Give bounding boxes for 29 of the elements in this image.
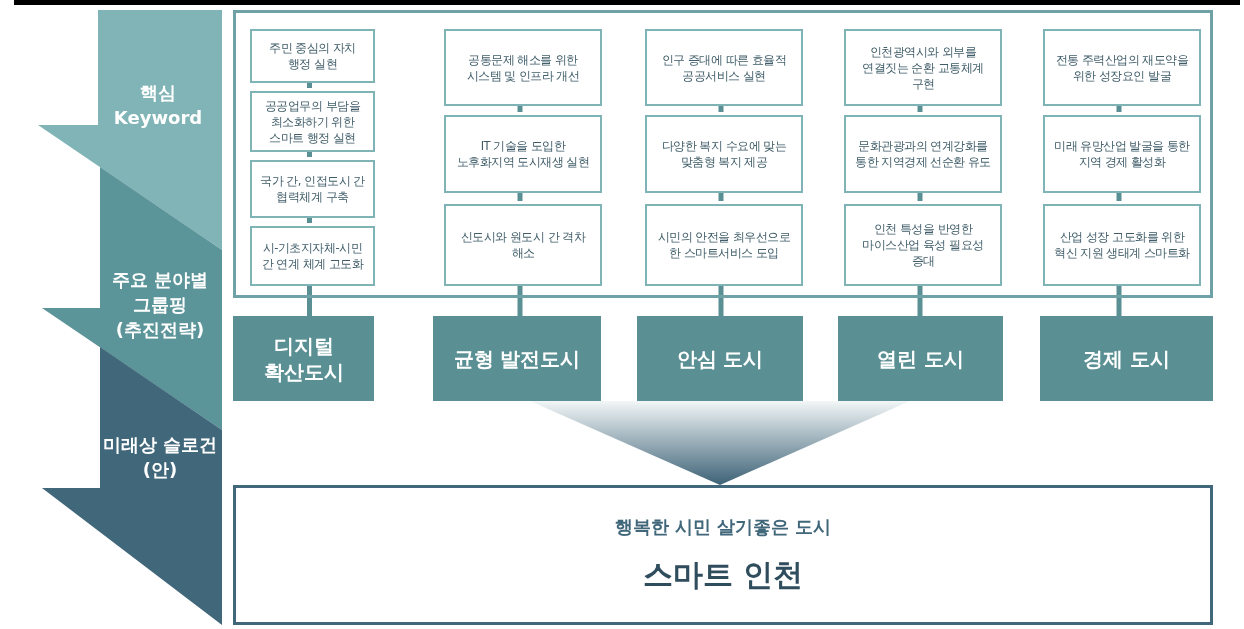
band-label: 미래상 슬로건 (안) [101,433,219,482]
keyword-box: 주민 중심의 자치 행정 실현 [250,29,375,83]
keyword-box: 산업 성장 고도화를 위한 혁신 지원 생태계 스마트화 [1043,204,1201,286]
slogan-subtitle: 행복한 시민 살기좋은 도시 [614,515,832,539]
keyword-box: 미래 유망산업 발굴을 통한 지역 경제 활성화 [1043,115,1201,193]
keyword-box: 다양한 복지 수요에 맞는 맞춤형 복지 제공 [645,115,803,193]
keyword-box: 문화관광과의 연계강화를 통한 지역경제 선순환 유도 [844,115,1002,193]
keyword-box: 국가 간, 인접도시 간 협력체계 구축 [250,160,375,218]
keyword-box: 공공업무의 부담을 최소화하기 위한 스마트 행정 실현 [250,91,375,152]
strategy-box: 디지털 확산도시 [233,316,374,401]
keyword-box: 인천 특성을 반영한 마이스산업 육성 필요성 증대 [844,204,1002,286]
slogan-box [233,485,1213,625]
keyword-box: 신도시와 원도시 간 격차 해소 [444,204,602,286]
keyword-box: 공통문제 해소를 위한 시스템 및 인프라 개선 [444,29,602,106]
keyword-box: 전통 주력산업의 재도약을 위한 성장요인 발굴 [1043,29,1201,106]
funnel-arrow [530,401,910,485]
strategy-box: 안심 도시 [637,316,803,401]
strategy-box: 경제 도시 [1040,316,1213,401]
keyword-box: 인구 증대에 따른 효율적 공공서비스 실현 [645,29,803,106]
keyword-box: 인천광역시와 외부를 연결짓는 순환 교통체계 구현 [844,29,1002,106]
keyword-box: 시-기초지자체-시민 간 연계 체계 고도화 [250,226,375,286]
strategy-box: 열린 도시 [838,316,1003,401]
band-label: 주요 분야별 그룹핑 (추진전략) [110,268,210,342]
band-label: 핵심 Keyword [112,81,204,130]
slogan-title: 스마트 인천 [642,556,804,594]
keyword-box: IT 기술을 도입한 노후화지역 도시재생 실현 [444,115,602,193]
keyword-box: 시민의 안전을 최우선으로 한 스마트서비스 도입 [645,204,803,286]
keyword-frame [233,10,1213,298]
strategy-box: 균형 발전도시 [433,316,601,401]
